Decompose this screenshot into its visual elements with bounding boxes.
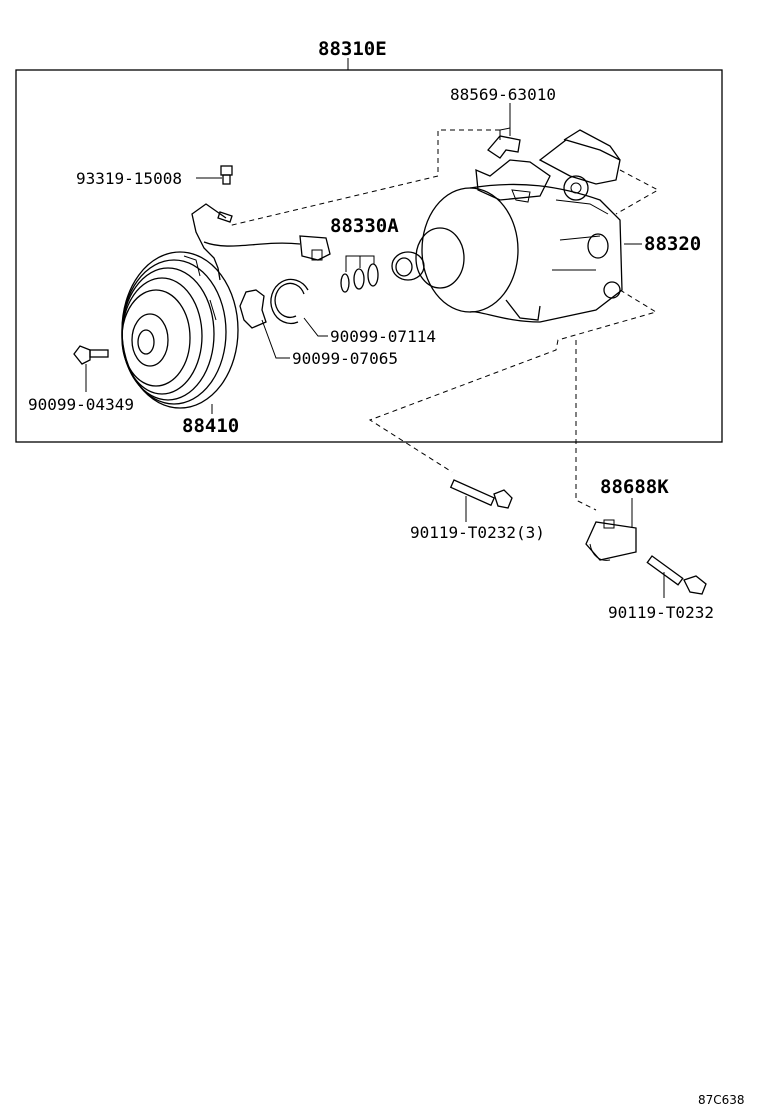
label-o-rings[interactable]: 88330A xyxy=(330,215,399,237)
shim-part xyxy=(239,289,267,329)
mount-bolt-part xyxy=(449,479,513,509)
label-screw[interactable]: 93319-15008 xyxy=(76,169,182,188)
o-rings-part xyxy=(340,263,379,293)
label-mount-bolt[interactable]: 90119-T0232(3) xyxy=(410,523,545,542)
lower-bracket-part xyxy=(585,519,637,561)
label-clutch-bolt[interactable]: 90099-04349 xyxy=(28,395,134,414)
footer-code: 87C638 xyxy=(698,1093,745,1107)
clutch-part xyxy=(121,251,239,409)
label-shim[interactable]: 90099-07065 xyxy=(292,349,398,368)
label-bracket-bolt[interactable]: 90119-T0232 xyxy=(608,603,714,622)
label-assembly[interactable]: 88310E xyxy=(318,38,387,60)
label-clutch[interactable]: 88410 xyxy=(182,415,239,437)
screw-part xyxy=(220,165,233,185)
compressor-part xyxy=(391,129,623,323)
wire-harness xyxy=(191,203,331,281)
upper-bracket-part xyxy=(487,127,521,159)
label-compressor[interactable]: 88320 xyxy=(644,233,701,255)
assembly-frame xyxy=(15,69,723,443)
bracket-bolt-part xyxy=(646,555,707,595)
label-bracket-upper[interactable]: 88569-63010 xyxy=(450,85,556,104)
label-snap-ring[interactable]: 90099-07114 xyxy=(330,327,436,346)
label-bracket-lower[interactable]: 88688K xyxy=(600,476,669,498)
snap-ring-part xyxy=(270,278,309,325)
clutch-bolt-part xyxy=(73,345,109,365)
